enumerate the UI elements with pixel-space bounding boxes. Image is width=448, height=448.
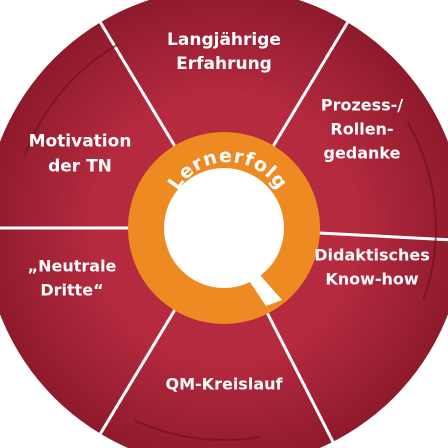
segment-edge-arc: [133, 419, 261, 441]
segment-label-line: gedanke: [323, 144, 400, 163]
segment-label-line: Rollen-: [330, 120, 393, 139]
segment-label-line: Langjährige: [167, 30, 281, 50]
segment-label-line: Didaktisches: [314, 246, 430, 265]
segment-label-line: der TN: [48, 157, 112, 177]
segment-label-line: Erfahrung: [176, 54, 272, 74]
segment-label-line: Dritte“: [40, 281, 103, 300]
segment-label-line: „Neutrale: [28, 257, 117, 276]
segment-label-line: Know-how: [325, 270, 419, 289]
segment-edge-arc: [23, 43, 119, 156]
q-shaped-cycle-icon: [194, 212, 282, 306]
segment-edge-arc: [406, 121, 437, 301]
segment-label-line: QM-Kreislauf: [166, 375, 284, 394]
segment-label-line: Motivation: [29, 132, 132, 152]
segment-label-line: Prozess-/: [321, 96, 403, 115]
